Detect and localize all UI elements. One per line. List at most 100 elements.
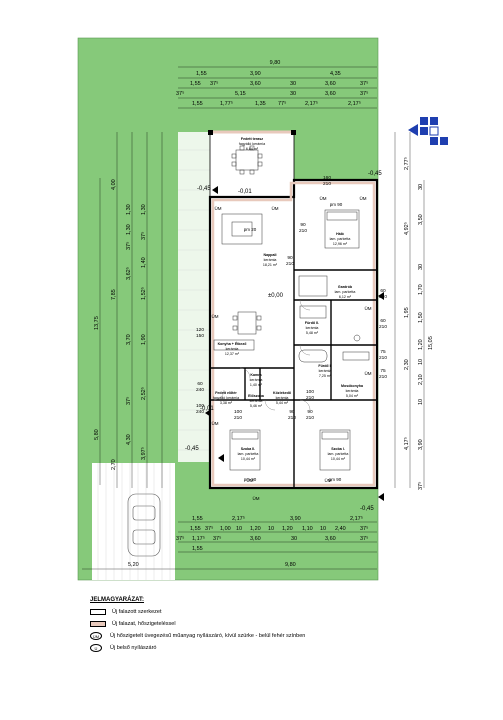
dim-bottom: 2,17⁵ <box>350 515 363 522</box>
dim-top: 1,55 <box>196 71 207 77</box>
svg-text:10,44 m²: 10,44 m² <box>331 457 346 461</box>
legend-item: Új falazott szerkezet <box>90 606 450 618</box>
legend-item: Ü Új belső nyílászáró <box>90 642 450 654</box>
svg-text:Fürdő I.: Fürdő I. <box>318 364 331 368</box>
dim-right: 2,30 <box>404 359 410 370</box>
room-szoba-2: Szoba II. lam. parketta 10,44 m² <box>238 447 259 461</box>
level-marker: -0,01 <box>200 406 214 412</box>
opening-size: 75 <box>380 349 386 355</box>
terrace <box>209 131 295 198</box>
level-marker: -0,01 <box>238 189 252 195</box>
svg-text:18,21 m²: 18,21 m² <box>263 263 278 267</box>
dim-bottom: 1,55 <box>192 546 203 552</box>
opening-size: 90 <box>289 409 295 415</box>
dim-right: 2,77⁵ <box>403 157 410 170</box>
sill-label: pm 90 <box>330 202 343 207</box>
svg-text:Közlekedő: Közlekedő <box>273 391 292 395</box>
svg-text:Fedett terasz: Fedett terasz <box>241 137 263 141</box>
svg-text:Gardrób: Gardrób <box>338 285 353 289</box>
svg-text:lam. parketta: lam. parketta <box>335 290 356 294</box>
opening-size: 100 <box>196 403 204 409</box>
svg-text:12,96 m²: 12,96 m² <box>333 242 348 246</box>
room-fedett-terasz: Fedett terasz fagyálló kerámia 6,84 m² <box>239 137 265 151</box>
dim-bottom: 5,20 <box>128 562 139 568</box>
svg-text:Mosókonyha: Mosókonyha <box>341 384 364 388</box>
svg-text:lam. parketta: lam. parketta <box>238 452 259 456</box>
room-kamra: Kamra kerámia 1,40 m² <box>250 373 263 387</box>
window-marker: ÜM <box>253 495 260 501</box>
dim-bottom: 2,17⁵ <box>232 515 245 522</box>
window-marker: ÜM <box>272 205 279 211</box>
dim-bottom: 3,60 <box>325 536 336 542</box>
window-marker: ÜM <box>247 477 254 483</box>
dim-left: 37⁵ <box>140 232 147 240</box>
furniture <box>213 145 370 471</box>
svg-text:6,12 m²: 6,12 m² <box>339 295 352 299</box>
dim-top: 3,60 <box>325 91 336 97</box>
level-marker: ±0,00 <box>268 293 284 299</box>
opening-size: 90 <box>300 222 306 228</box>
level-marker: -0,45 <box>185 446 199 452</box>
dim-left: 37⁵ <box>125 242 132 250</box>
svg-text:lam. parketta: lam. parketta <box>330 237 351 241</box>
dim-top: 30 <box>290 91 296 97</box>
svg-text:Konyha + Étkező: Konyha + Étkező <box>218 341 248 346</box>
room-halo: Háló lam. parketta 12,96 m² <box>330 232 351 246</box>
svg-text:Fedett előtér: Fedett előtér <box>215 391 237 395</box>
dim-left: 5,80 <box>94 429 100 440</box>
dim-bottom: 37⁵ <box>176 535 184 542</box>
opening-size: 160 <box>323 175 331 181</box>
dim-bottom: 3,60 <box>250 536 261 542</box>
dim-right: 37⁵ <box>417 482 424 490</box>
dim-right: 1,50 <box>418 312 424 323</box>
window-marker: ÜM <box>325 477 332 483</box>
svg-text:kerámia: kerámia <box>346 389 359 393</box>
window-marker: ÜM <box>365 370 372 376</box>
room-szoba-1: Szoba I. lam. parketta 10,44 m² <box>328 447 349 461</box>
legend-title: JELMAGYARÁZAT: <box>90 597 145 603</box>
opening-size: 210 <box>323 181 331 187</box>
dim-right: 1,20 <box>418 339 424 350</box>
dim-bottom: 37⁵ <box>213 535 221 542</box>
room-fedett-eloter: Fedett előtér fagyálló kerámia 3,38 m² <box>213 391 239 405</box>
opening-size: 210 <box>306 395 314 401</box>
dim-top: 37⁵ <box>360 90 368 97</box>
svg-text:Szoba I.: Szoba I. <box>331 447 345 451</box>
opening-size: 150 <box>196 333 204 339</box>
dim-top: 3,90 <box>250 71 261 77</box>
opening-size: 60 <box>380 318 386 324</box>
legend-label: Új falazott szerkezet <box>112 609 162 615</box>
svg-text:kerámia: kerámia <box>226 347 239 351</box>
dim-bottom: 1,20 <box>282 526 293 532</box>
window-marker: ÜM <box>215 205 222 211</box>
svg-text:5,44 m²: 5,44 m² <box>276 401 289 405</box>
svg-text:fagyálló kerámia: fagyálló kerámia <box>239 142 265 146</box>
level-marker: -0,45 <box>360 506 374 512</box>
dim-bottom: 10 <box>320 526 326 532</box>
interior-walls <box>210 197 377 488</box>
svg-text:3,38 m²: 3,38 m² <box>220 401 233 405</box>
dim-right: 1,70 <box>418 284 424 295</box>
dim-left: 7,85 <box>111 289 117 300</box>
svg-text:lam. parketta: lam. parketta <box>328 452 349 456</box>
dim-top: 1,55 <box>192 101 203 107</box>
opening-size: 210 <box>299 228 307 234</box>
room-furdo-1: Fürdő I. kerámia 7,25 m² <box>318 364 331 378</box>
dim-left: 3,70 <box>126 334 132 345</box>
paving-pattern <box>97 463 171 580</box>
svg-text:kerámia: kerámia <box>319 369 332 373</box>
dim-left: 37⁵ <box>125 397 132 405</box>
dim-bottom: 2,40 <box>335 526 346 532</box>
level-marker: -0,45 <box>368 171 382 177</box>
dim-right: 3,50 <box>418 214 424 225</box>
walkway <box>178 132 210 462</box>
dim-bottom: 1,10 <box>302 526 313 532</box>
dim-right: 4,92⁵ <box>403 222 410 235</box>
window-symbol: ÜM <box>90 632 102 640</box>
room-gardrob: Gardrób lam. parketta 6,12 m² <box>335 285 356 299</box>
dim-left: 1,90 <box>141 334 147 345</box>
opening-size: 60 <box>197 381 203 387</box>
dim-top: 2,17⁵ <box>348 100 361 107</box>
room-eloszoba: Előszoba kerámia 5,46 m² <box>248 394 265 408</box>
opening-size: 210 <box>286 261 294 267</box>
